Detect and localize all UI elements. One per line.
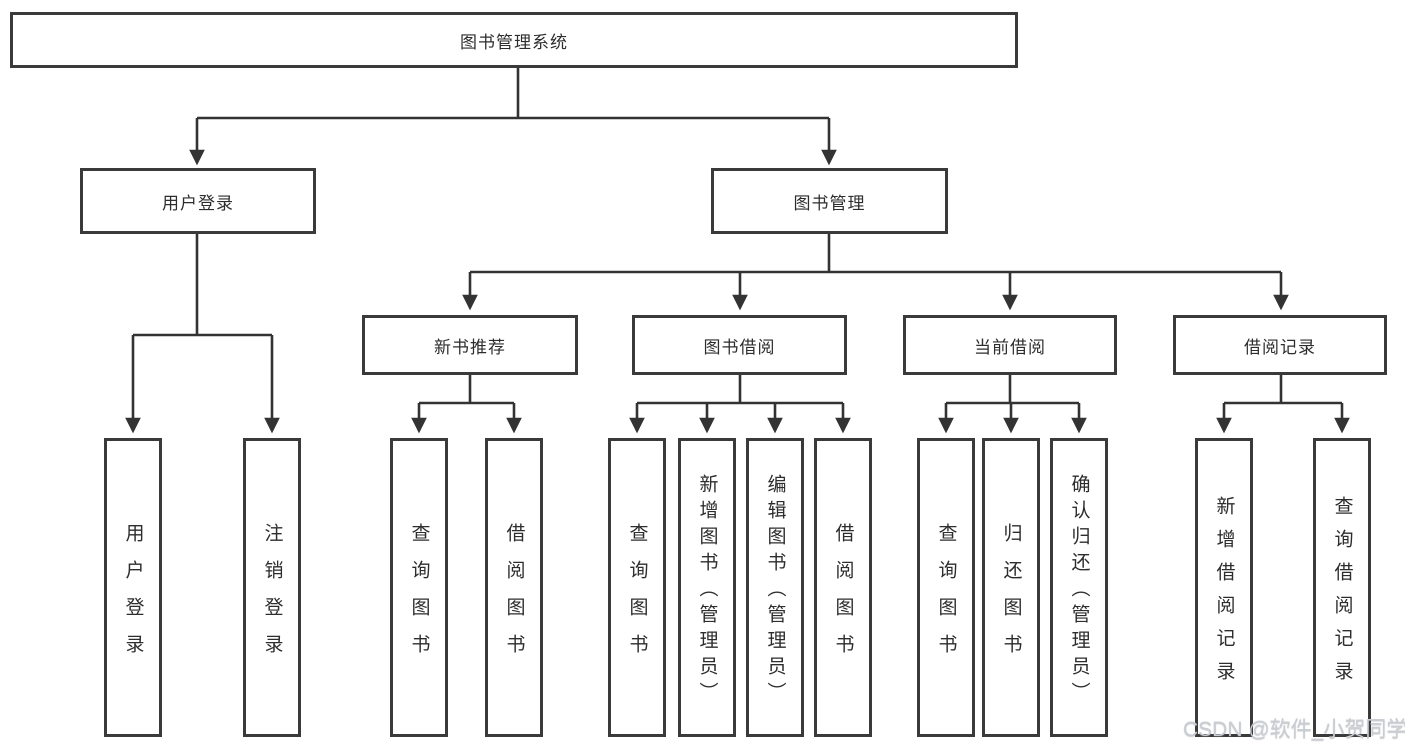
node-book-borrow: 图书借阅: [632, 315, 847, 375]
leaf-label: 查询图书: [626, 522, 648, 671]
leaf-user-login: 用户登录: [104, 438, 162, 737]
leaf-label: 借阅图书: [503, 522, 525, 671]
node-label: 用户登录: [162, 193, 234, 213]
leaf-label: 用户登录: [122, 522, 144, 671]
leaf-label: 注销登录: [261, 522, 283, 671]
leaf-confirm-return-admin: 确认归还（管理员）: [1050, 438, 1108, 737]
node-label: 图书管理系统: [460, 32, 568, 52]
leaf-query-books-recommend: 查询图书: [390, 438, 448, 737]
leaf-borrow-books: 借阅图书: [814, 438, 872, 737]
node-label: 图书借阅: [703, 337, 776, 357]
leaf-borrow-books-recommend: 借阅图书: [485, 438, 543, 737]
leaf-label: 查询图书: [408, 522, 430, 671]
leaf-label: 编辑图书（管理员）: [764, 474, 786, 708]
leaf-add-books-admin: 新增图书（管理员）: [678, 438, 736, 737]
leaf-edit-books-admin: 编辑图书（管理员）: [746, 438, 804, 737]
leaf-logout: 注销登录: [243, 438, 301, 737]
node-new-book-recommend: 新书推荐: [362, 315, 578, 375]
node-library-management-system: 图书管理系统: [10, 12, 1018, 68]
leaf-add-borrow-record: 新增借阅记录: [1195, 438, 1253, 737]
leaf-label: 查询图书: [935, 522, 957, 671]
leaf-label: 归还图书: [1000, 522, 1022, 671]
leaf-query-books-current: 查询图书: [917, 438, 975, 737]
node-user-login: 用户登录: [80, 168, 316, 234]
csdn-watermark: CSDN @软件_小贺同学: [1183, 718, 1405, 741]
node-label: 当前借阅: [974, 337, 1046, 357]
node-label: 新书推荐: [434, 337, 506, 357]
leaf-query-books-borrow: 查询图书: [608, 438, 666, 737]
node-borrow-records: 借阅记录: [1173, 315, 1387, 375]
leaf-label: 新增借阅记录: [1213, 495, 1235, 694]
leaf-query-borrow-record: 查询借阅记录: [1313, 438, 1371, 737]
leaf-label: 借阅图书: [832, 522, 854, 671]
leaf-label: 新增图书（管理员）: [696, 474, 718, 708]
node-current-borrow: 当前借阅: [903, 315, 1117, 375]
node-book-management: 图书管理: [711, 168, 948, 234]
leaf-label: 查询借阅记录: [1331, 495, 1353, 694]
leaf-return-books: 归还图书: [982, 438, 1040, 737]
node-label: 图书管理: [793, 193, 866, 213]
node-label: 借阅记录: [1244, 337, 1316, 357]
leaf-label: 确认归还（管理员）: [1068, 474, 1090, 708]
